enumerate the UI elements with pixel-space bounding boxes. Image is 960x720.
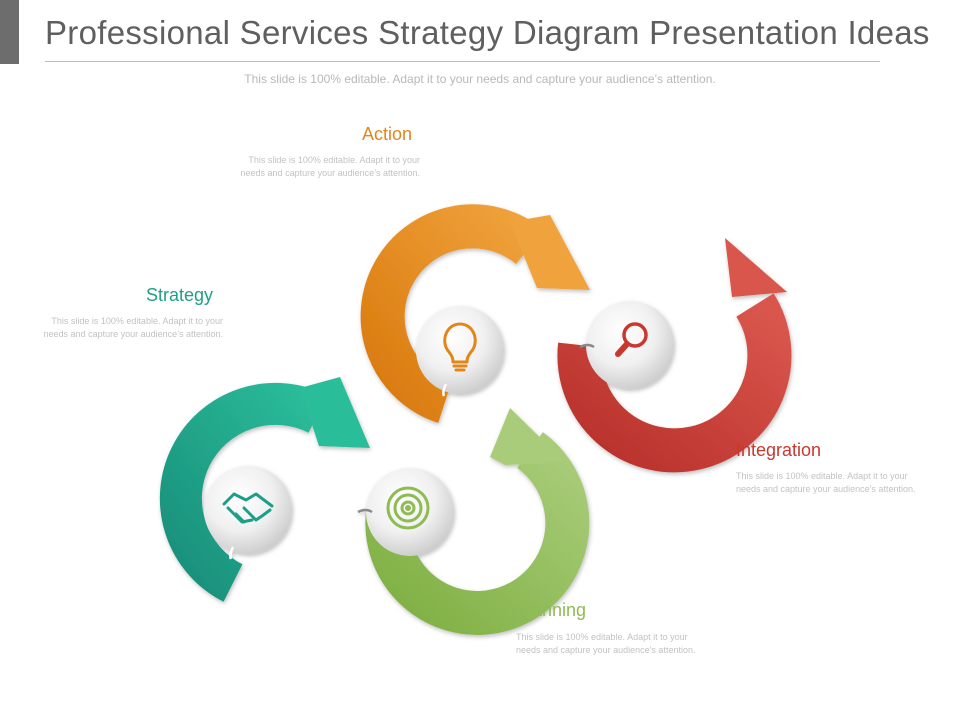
strategy-label: Strategy <box>146 285 214 305</box>
action-swirl <box>360 204 590 423</box>
handshake-icon <box>222 492 274 524</box>
action-description: This slide is 100% editable. Adapt it to… <box>240 155 420 178</box>
planning-icon-disc <box>366 468 454 556</box>
integration-description: This slide is 100% editable. Adapt it to… <box>736 471 916 494</box>
planning-label: Planning <box>516 600 587 620</box>
strategy-swirl <box>159 377 370 602</box>
action-icon-disc <box>416 306 504 394</box>
page-title: Professional Services Strategy Diagram P… <box>45 14 930 51</box>
planning-swirl <box>357 408 590 635</box>
strategy-description: This slide is 100% editable. Adapt it to… <box>43 316 223 339</box>
magnifier-icon <box>615 322 648 357</box>
planning-description: This slide is 100% editable. Adapt it to… <box>516 632 696 655</box>
integration-swirl <box>557 238 792 473</box>
lightbulb-icon <box>443 322 477 372</box>
action-label: Action <box>362 124 413 144</box>
title-accent-bar <box>0 0 19 64</box>
title-divider <box>45 61 880 62</box>
integration-label: Integration <box>736 440 822 460</box>
target-icon <box>386 486 430 530</box>
page-subtitle: This slide is 100% editable. Adapt it to… <box>244 72 716 86</box>
